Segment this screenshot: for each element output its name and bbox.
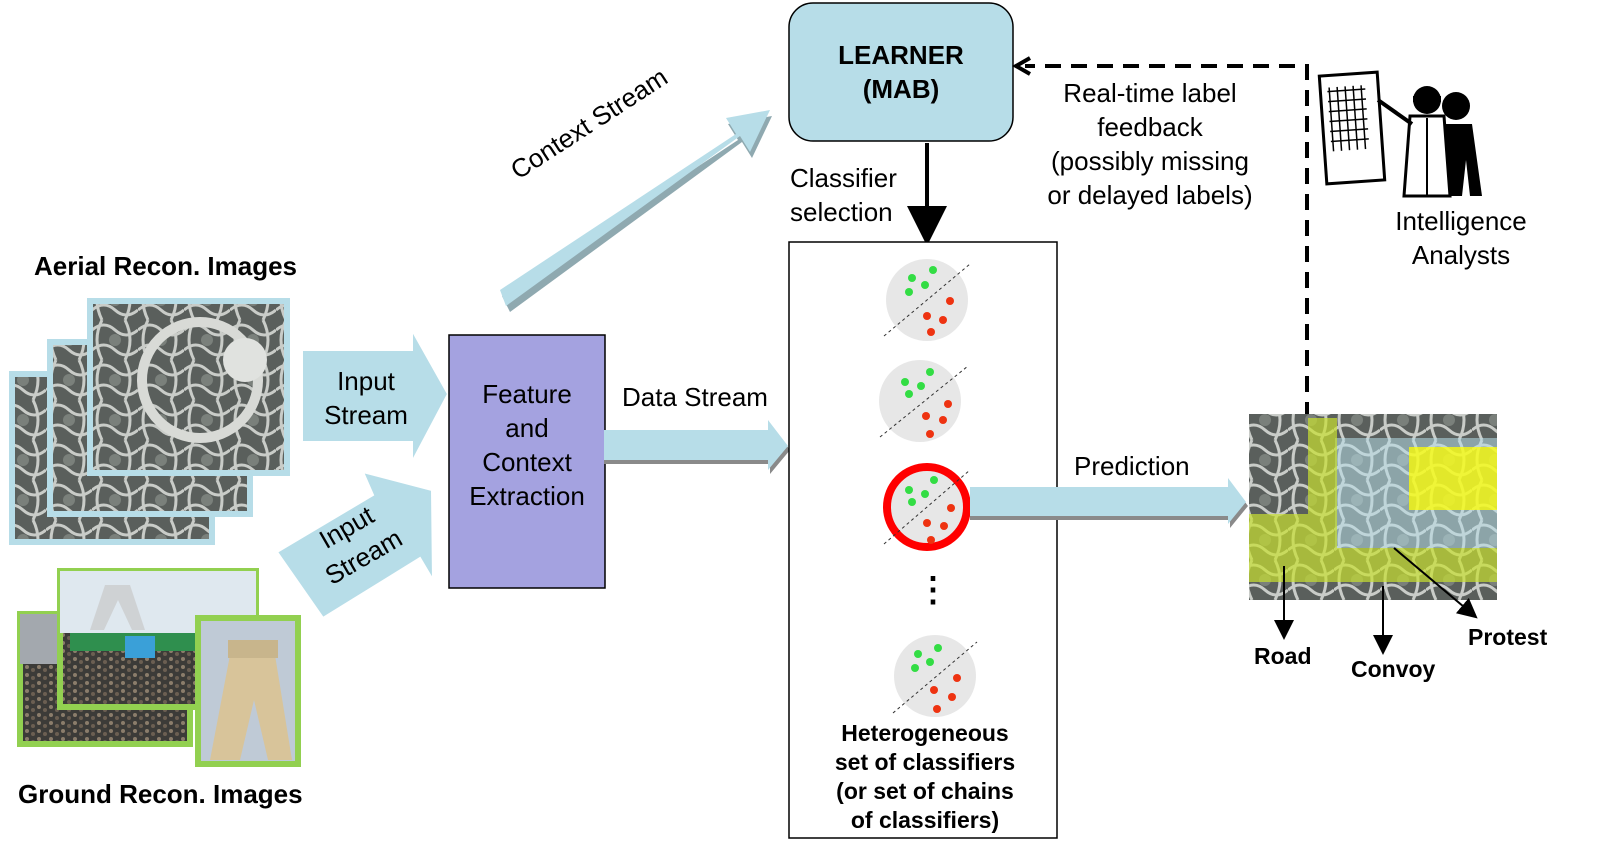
ground-image-stack — [17, 568, 301, 767]
context-stream-arrow — [500, 110, 772, 312]
input-stream-arrow-top — [301, 326, 450, 463]
ground-images-label: Ground Recon. Images — [18, 779, 303, 809]
protest-label: Protest — [1468, 624, 1548, 650]
road-label: Road — [1254, 643, 1312, 669]
learner-box — [788, 2, 1014, 142]
convoy-label: Convoy — [1351, 656, 1436, 682]
prediction-label: Prediction — [1074, 451, 1190, 481]
prediction-arrow — [970, 478, 1248, 528]
data-stream-arrow — [604, 420, 790, 474]
feature-extraction-box — [448, 334, 606, 589]
analysts-icon — [1317, 70, 1482, 198]
more-classifiers-ellipsis: ⋮ — [916, 571, 950, 609]
feedback-arrow — [1011, 56, 1309, 418]
output-aerial-image — [1249, 414, 1497, 655]
classifier-2 — [879, 360, 969, 442]
learner-label: LEARNER(MAB) — [838, 40, 964, 104]
classifier-selected — [883, 463, 971, 551]
classifier-last — [892, 635, 978, 717]
classifier-1 — [883, 259, 971, 341]
data-stream-label: Data Stream — [622, 382, 768, 412]
aerial-images-label: Aerial Recon. Images — [34, 251, 297, 281]
aerial-image-stack — [9, 298, 290, 545]
input-stream-arrow-bottom — [275, 470, 435, 620]
